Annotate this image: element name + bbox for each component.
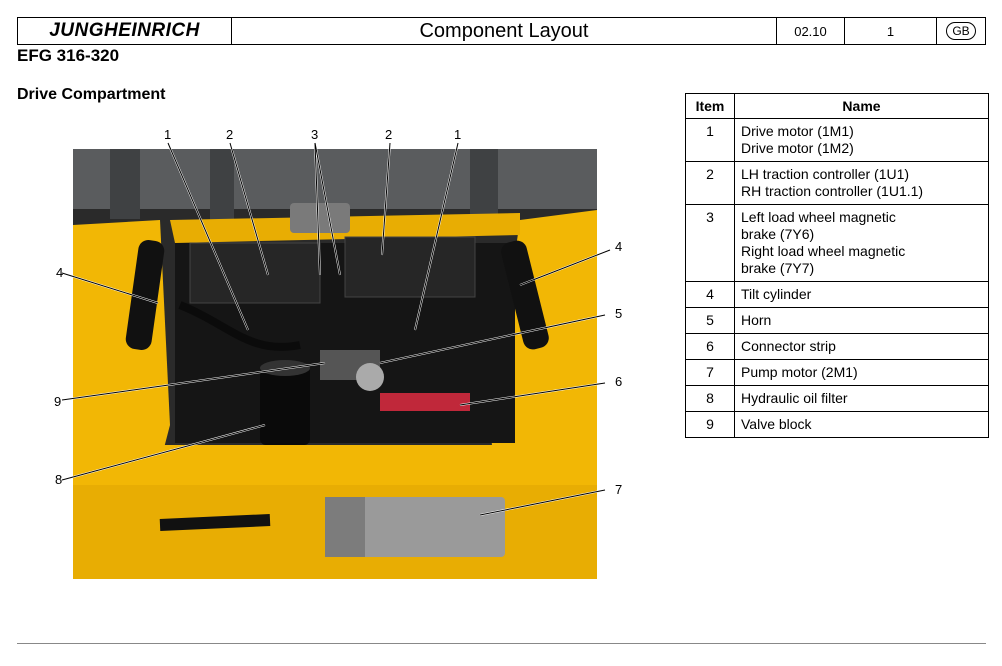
lh-traction-controller [189,242,321,304]
component-table: Item Name 1 Drive motor (1M1) Drive moto… [685,93,989,438]
document-title: Component Layout [232,18,777,44]
item-number: 1 [685,118,735,162]
callout-1-right: 1 [454,127,461,142]
oil-filter [260,365,310,445]
item-number: 7 [685,359,735,386]
callout-2-left: 2 [226,127,233,142]
item-name-line: Drive motor (1M2) [741,140,854,156]
truck-frame-bottom [110,445,530,485]
item-name-line: brake (7Y6) [741,226,815,242]
table-row: 1 Drive motor (1M1) Drive motor (1M2) [685,118,989,162]
brand-logo: JUNGHEINRICH [18,18,232,44]
table-header-row: Item Name [685,93,989,119]
callout-2-right: 2 [385,127,392,142]
callout-7: 7 [615,482,622,497]
item-name: LH traction controller (1U1) RH traction… [734,161,989,205]
item-name-line: Connector strip [741,338,836,354]
rh-traction-controller [344,236,476,298]
item-number: 4 [685,281,735,308]
mast-area [73,149,597,209]
column-header-item: Item [685,93,735,119]
callout-6: 6 [615,374,622,389]
item-name-line: RH traction controller (1U1.1) [741,183,924,199]
table-row: 3 Left load wheel magnetic brake (7Y6) R… [685,204,989,282]
table-row: 8 Hydraulic oil filter [685,385,989,412]
item-name-line: Hydraulic oil filter [741,390,848,406]
item-name-line: Drive motor (1M1) [741,123,854,139]
item-number: 6 [685,333,735,360]
callout-4-right: 4 [615,239,622,254]
item-name: Valve block [734,411,989,438]
table-row: 2 LH traction controller (1U1) RH tracti… [685,161,989,205]
item-number: 5 [685,307,735,334]
table-row: 7 Pump motor (2M1) [685,359,989,386]
item-name: Tilt cylinder [734,281,989,308]
item-number: 3 [685,204,735,282]
item-name: Hydraulic oil filter [734,385,989,412]
item-name-line: brake (7Y7) [741,260,815,276]
tilt-cylinder-left [125,240,165,350]
item-name-line: Tilt cylinder [741,286,812,302]
item-name-line: Pump motor (2M1) [741,364,858,380]
callout-3: 3 [311,127,318,142]
pump-motor [325,497,505,557]
table-body: 1 Drive motor (1M1) Drive motor (1M2) 2 … [685,118,989,438]
callout-1-left: 1 [164,127,171,142]
item-number: 2 [685,161,735,205]
table-row: 6 Connector strip [685,333,989,360]
component-photo: 1 2 3 2 1 4 4 5 6 7 8 9 [54,127,622,579]
item-name: Drive motor (1M1) Drive motor (1M2) [734,118,989,162]
callout-8: 8 [55,472,62,487]
model-number: EFG 316-320 [17,46,120,65]
callout-4-left: 4 [56,265,63,280]
item-name-line: Horn [741,312,772,328]
leader-lines-outline [61,142,611,516]
connector-strip [380,393,470,411]
revision-date: 02.10 [777,18,845,44]
table-row: 4 Tilt cylinder [685,281,989,308]
page-number: 1 [845,18,937,44]
table-row: 5 Horn [685,307,989,334]
item-number: 8 [685,385,735,412]
item-name-line: Left load wheel magnetic [741,209,896,225]
language-badge: GB [946,22,976,40]
component-photo-figure: 1 2 3 2 1 4 4 5 6 7 8 9 [50,125,650,585]
item-name-line: Valve block [741,416,812,432]
item-name: Left load wheel magnetic brake (7Y6) Rig… [734,204,989,282]
horn [356,363,384,391]
item-name-line: LH traction controller (1U1) [741,166,910,182]
item-number: 9 [685,411,735,438]
callout-9: 9 [54,394,61,409]
document-header: JUNGHEINRICH Component Layout 02.10 1 GB [17,17,986,45]
item-name: Horn [734,307,989,334]
callout-5: 5 [615,306,622,321]
item-name: Pump motor (2M1) [734,359,989,386]
column-header-name: Name [734,93,989,119]
item-name-line: Right load wheel magnetic [741,243,906,259]
language-cell: GB [937,18,985,44]
table-row: 9 Valve block [685,411,989,438]
item-name: Connector strip [734,333,989,360]
tilt-cylinder-right [501,240,549,350]
footer-divider [17,643,986,644]
section-title: Drive Compartment [17,86,166,103]
